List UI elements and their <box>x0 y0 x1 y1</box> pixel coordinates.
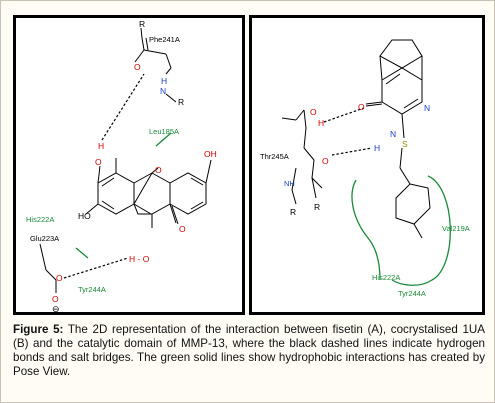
label-glu223a: Glu223A <box>30 234 59 243</box>
label-r-n: R <box>178 97 184 107</box>
label-b-o-h: O <box>310 107 317 117</box>
caption-text: The 2D representation of the interaction… <box>13 323 485 378</box>
label-o-ring: O <box>155 165 162 175</box>
label-o-carbox: O <box>56 273 63 283</box>
label-b-n-top: N <box>424 103 430 113</box>
label-h-o: H - O <box>129 254 150 264</box>
label-b-tyr244a: Tyr244A <box>398 289 426 298</box>
label-o-carbonyl: O <box>134 62 141 72</box>
label-thr245a: Thr245A <box>260 152 289 161</box>
label-o-h: O <box>95 157 102 167</box>
label-ho-left: HO <box>78 211 91 221</box>
label-b-o-lower: O <box>322 156 329 166</box>
label-o-minus: O <box>52 294 59 304</box>
label-b-o-keto: O <box>358 102 365 112</box>
label-phe241a: Phe241A <box>149 35 180 44</box>
label-b-h: H <box>318 118 324 128</box>
panel-a: R Phe241A O H N R Leu185A H O OH HO O O … <box>13 15 245 315</box>
label-b-n-ring: N <box>390 129 396 139</box>
panel-b: O H O N Thr245A H N S NH O R R Val219A H… <box>249 15 485 315</box>
panel-a-diagram: R Phe241A O H N R Leu185A H O OH HO O O … <box>26 19 217 312</box>
figure-caption: Figure 5: The 2D representation of the i… <box>13 323 485 379</box>
label-val219a: Val219A <box>442 224 470 233</box>
label-h-top: H <box>98 141 104 151</box>
caption-label: Figure 5: <box>13 323 64 336</box>
label-b-h-nh: H <box>374 143 380 153</box>
panel-b-diagram: O H O N Thr245A H N S NH O R R Val219A H… <box>260 39 470 298</box>
label-tyr244a: Tyr244A <box>78 285 106 294</box>
label-his222a: His222A <box>26 215 54 224</box>
label-r-top: R <box>139 19 145 29</box>
label-o-keto: O <box>179 224 186 234</box>
label-leu185a: Leu185A <box>149 127 179 136</box>
label-nh-h: H <box>161 76 167 86</box>
label-b-his222a: His222A <box>372 273 400 282</box>
label-minus: ⊖ <box>52 304 60 312</box>
label-b-s: S <box>402 139 408 149</box>
label-b-r-right: R <box>314 202 320 212</box>
label-b-r-left: R <box>290 207 296 217</box>
label-oh-right: OH <box>204 149 217 159</box>
label-b-nh: NH <box>284 179 295 188</box>
label-n: N <box>160 86 166 96</box>
